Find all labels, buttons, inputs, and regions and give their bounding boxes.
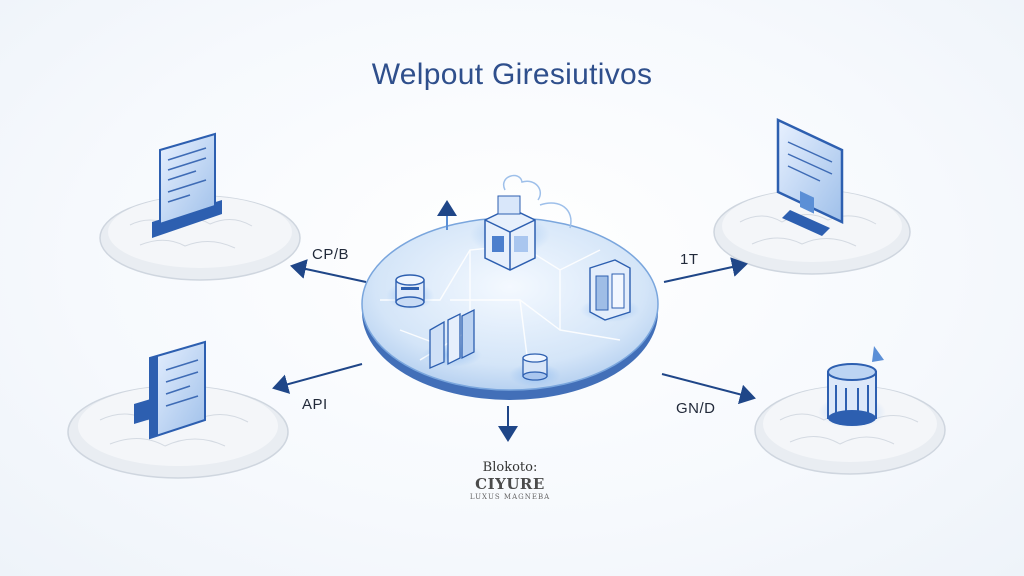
label-bottom-left: API bbox=[302, 396, 328, 413]
monitor-icon bbox=[776, 118, 844, 236]
cloud-top-left bbox=[99, 195, 301, 281]
caption-line-2: CIYURE bbox=[475, 475, 545, 493]
arrow-to-top-left bbox=[290, 259, 367, 283]
storage-disk-icon bbox=[509, 353, 561, 387]
cloud-top-right bbox=[713, 189, 911, 275]
database-icon bbox=[386, 274, 434, 310]
document-terminal-icon bbox=[152, 132, 222, 238]
arrow-to-bottom-right bbox=[661, 373, 756, 405]
central-server-icon bbox=[470, 174, 572, 271]
binder-document-icon bbox=[134, 340, 206, 440]
data-cylinder-icon bbox=[818, 346, 886, 428]
diagram-title: Welpout Giresiutivos bbox=[371, 58, 653, 91]
label-bottom-right: GN/D bbox=[676, 400, 716, 417]
bottom-caption: Blokoto: CIYURE LUXUS MAGNEBA bbox=[460, 460, 560, 501]
arrow-to-bottom-left bbox=[272, 363, 363, 394]
label-top-left: CP/B bbox=[312, 246, 350, 263]
caption-line-3: LUXUS MAGNEBA bbox=[469, 493, 551, 501]
server-cabinet-icon bbox=[580, 259, 640, 322]
label-top-right: 1T bbox=[680, 251, 699, 268]
analytics-building-icon bbox=[422, 308, 482, 369]
arrow-to-top-right bbox=[663, 257, 748, 283]
caption-line-1: Blokoto: bbox=[482, 460, 538, 475]
